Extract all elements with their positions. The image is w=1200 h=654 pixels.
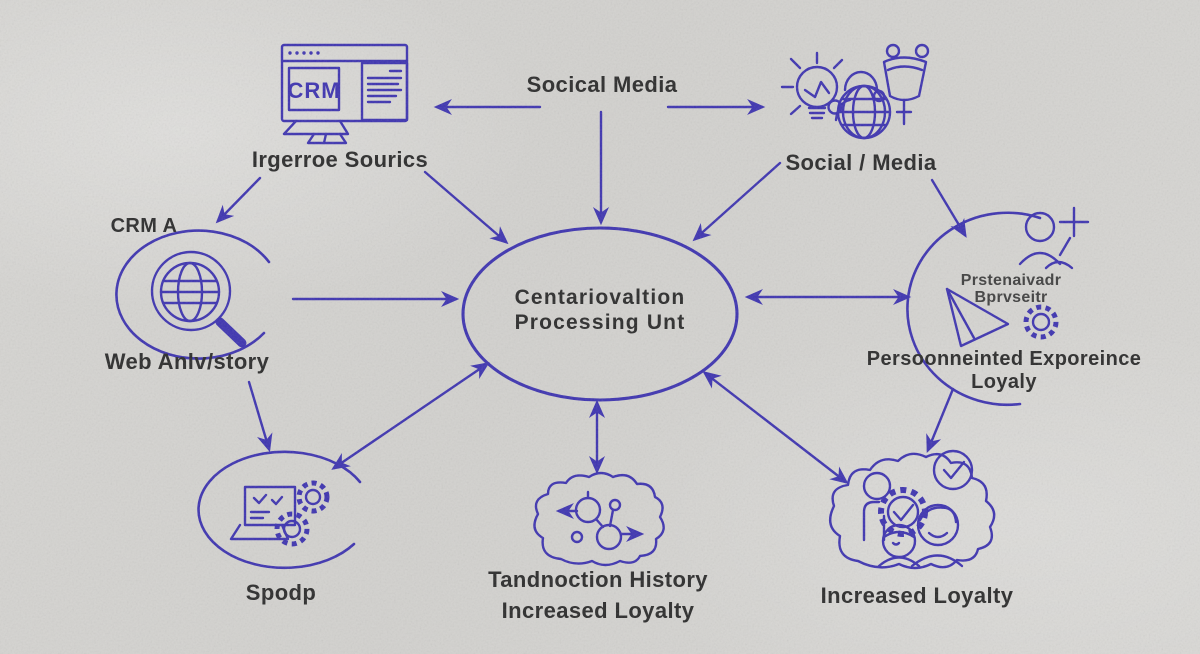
personalized-experience-line1: Persoonneinted Exporeince [866, 348, 1142, 370]
transaction-history-line2: Increased Loyalty [501, 598, 695, 623]
transaction-history-line1: Tandnoction History [488, 567, 708, 592]
transaction-history-label: Tandnoction History Increased Loyalty [488, 564, 708, 626]
lightbulb-icon [782, 53, 842, 118]
internal-sources-label: Irgerroe Sourics [251, 147, 429, 172]
globe-magnifier-icon [116, 231, 269, 359]
personalized-experience-label: Persoonneinted Exporeince Loyaly [867, 348, 1142, 394]
increased-loyalty-label: Increased Loyalty [820, 583, 1014, 608]
crm-badge-text: CRM [287, 78, 340, 103]
central-unit-label: Centariovaltion Processing Unt [515, 285, 686, 335]
crm-browser-monitor-icon: CRM [282, 45, 407, 143]
personalized-experience-line2: Loyaly [971, 371, 1037, 393]
web-analytics-label: Web Anlv/story [104, 349, 270, 374]
brain-network-icon [534, 473, 663, 565]
automation-label: Spodp [245, 580, 317, 605]
person-globe-icon [829, 72, 891, 138]
social-media-top-label: Socical Media [526, 72, 678, 97]
laptop-gears-icon [199, 452, 360, 568]
central-unit-line1: Centariovaltion [514, 286, 686, 309]
personalized-inner-line2: Bprvseitr [974, 289, 1048, 306]
gear-icon [1026, 307, 1056, 337]
people-checkmarks-cloud-icon [830, 451, 994, 568]
social-media-right-label: Social / Media [785, 150, 937, 175]
personalized-inner-line1: Prstenaivadr [960, 272, 1062, 289]
crm-a-label: CRM A [110, 215, 178, 237]
central-unit-line2: Processing Unt [514, 311, 686, 334]
personalized-inner-label: Prstenaivadr Bprvseitr [961, 272, 1062, 306]
